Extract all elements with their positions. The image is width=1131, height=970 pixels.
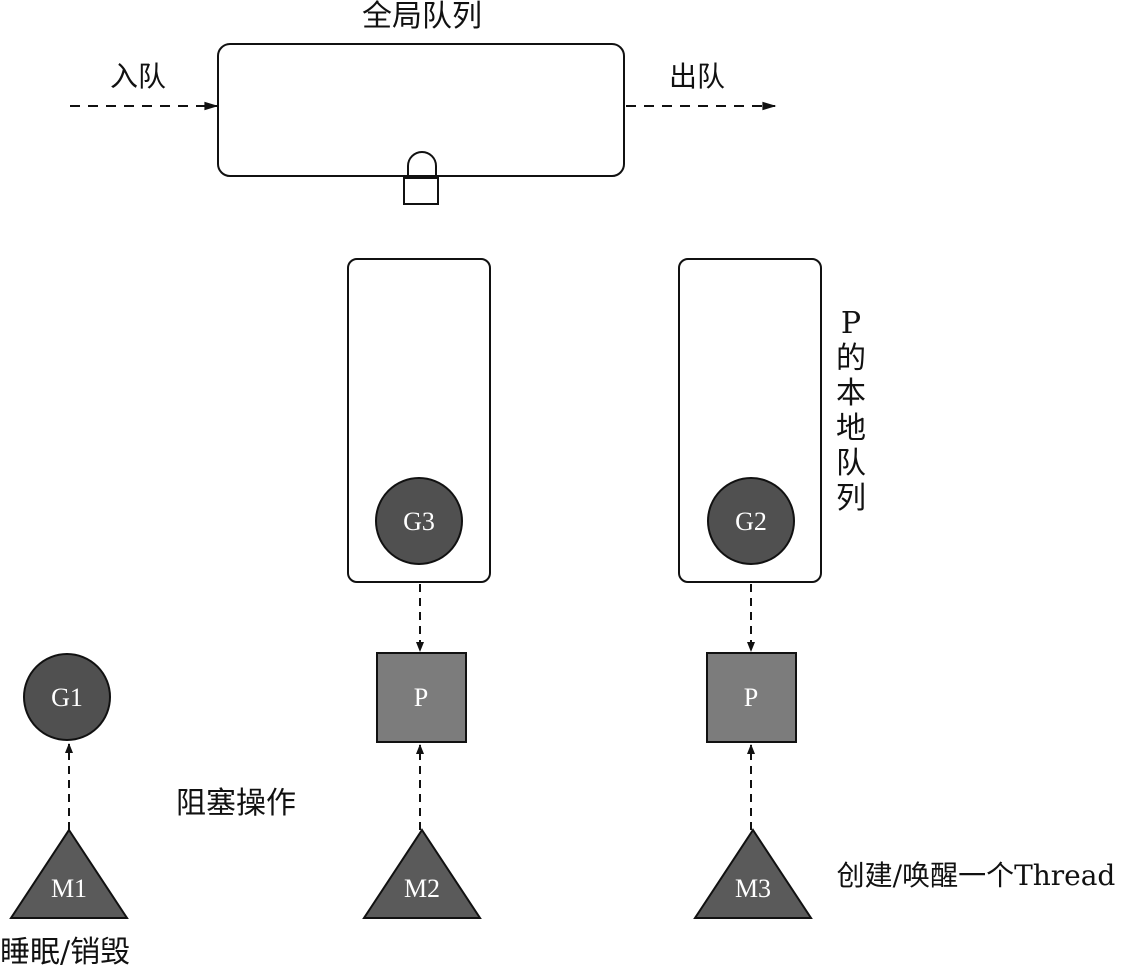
local-queue-caption: P 的 本 地 队 列 bbox=[836, 306, 866, 516]
local-queue-caption-char: 地 bbox=[836, 411, 866, 446]
enqueue-arrow: 入队 bbox=[70, 60, 219, 111]
processor-right-box bbox=[706, 652, 797, 743]
thread-m1-shape bbox=[9, 828, 129, 919]
thread-m3: M3 bbox=[693, 828, 813, 919]
thread-m3-shape bbox=[693, 828, 813, 919]
local-queue-middle: G3 bbox=[347, 258, 491, 583]
goroutine-g1-group: G1 bbox=[23, 653, 111, 741]
goroutine-g2-label: G2 bbox=[735, 507, 767, 536]
processor-middle: P bbox=[376, 652, 467, 743]
processor-right: P bbox=[706, 652, 797, 743]
goroutine-g3 bbox=[375, 477, 463, 565]
processor-middle-label: P bbox=[414, 683, 428, 712]
global-queue-box bbox=[217, 43, 625, 177]
global-queue-title: 全局队列 bbox=[362, 0, 482, 34]
local-queue-caption-char: 本 bbox=[836, 376, 866, 411]
blocking-operation-label: 阻塞操作 bbox=[176, 786, 296, 821]
thread-m2: M2 bbox=[362, 828, 482, 919]
local-queue-caption-char: P bbox=[841, 306, 861, 341]
thread-m1: M1 bbox=[9, 828, 129, 919]
local-queue-caption-char: 的 bbox=[836, 341, 866, 376]
thread-m1-label: M1 bbox=[51, 874, 87, 903]
local-queue-caption-char: 列 bbox=[836, 481, 866, 516]
enqueue-label: 入队 bbox=[110, 60, 166, 93]
goroutine-g3-label: G3 bbox=[403, 507, 435, 536]
global-queue: 全局队列 bbox=[217, 0, 625, 205]
processor-middle-box bbox=[376, 652, 467, 743]
thread-m3-label: M3 bbox=[735, 874, 771, 903]
thread-m2-label: M2 bbox=[404, 874, 440, 903]
local-queue-caption-char: 队 bbox=[836, 446, 866, 481]
goroutine-g1-label: G1 bbox=[51, 683, 83, 712]
lock-icon bbox=[403, 151, 439, 205]
dequeue-label: 出队 bbox=[669, 60, 725, 93]
create-wake-thread-label: 创建/唤醒一个Thread bbox=[837, 859, 1116, 892]
local-queue-right: G2 bbox=[678, 258, 822, 583]
dequeue-arrow: 出队 bbox=[626, 60, 777, 111]
sleep-destroy-label: 睡眠/销毁 bbox=[0, 935, 130, 970]
goroutine-g2 bbox=[707, 477, 795, 565]
goroutine-g1 bbox=[23, 653, 111, 741]
processor-right-label: P bbox=[744, 683, 758, 712]
thread-m2-shape bbox=[362, 828, 482, 919]
